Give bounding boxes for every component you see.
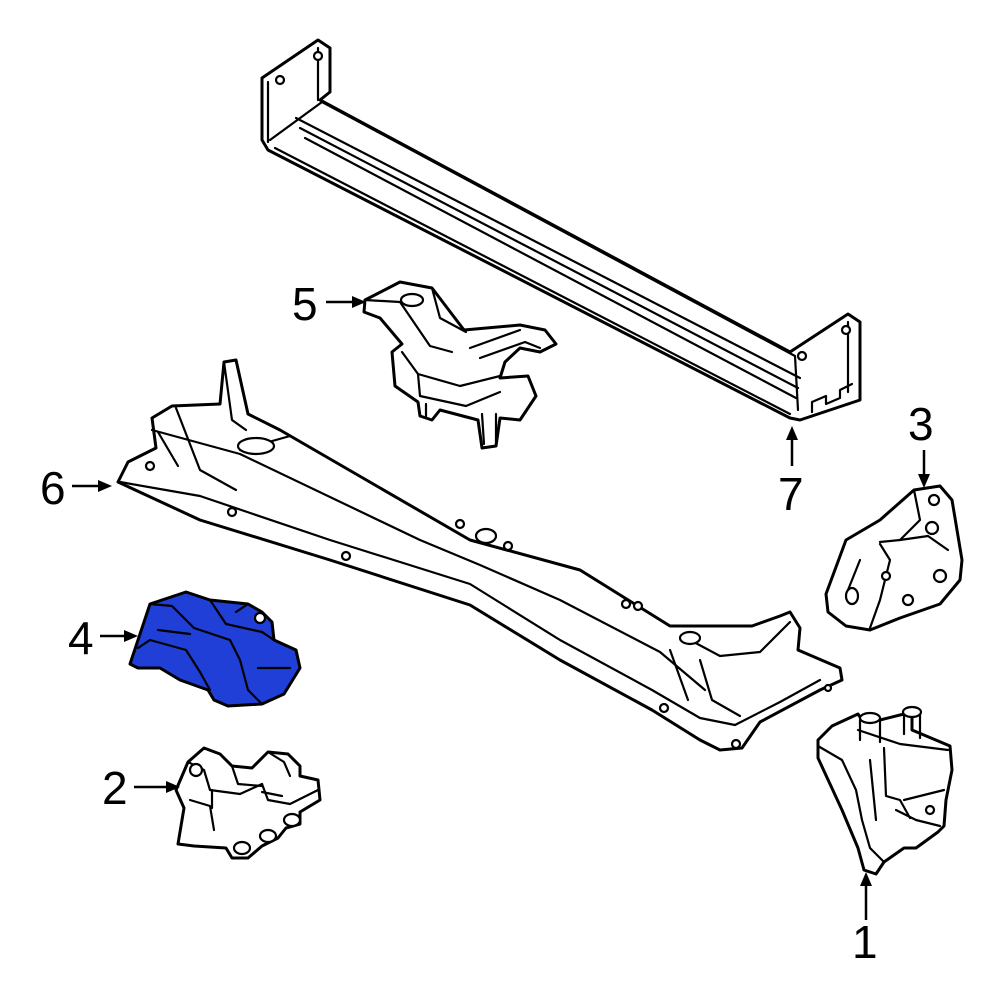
part-5-bracket[interactable] [362, 280, 558, 450]
callout-6: 6 [40, 462, 66, 514]
leader-arrows [72, 296, 930, 920]
callout-5: 5 [292, 278, 318, 330]
callout-4: 4 [68, 612, 94, 664]
callout-7: 7 [778, 468, 804, 520]
arrow-6 [98, 480, 112, 492]
callout-1: 1 [852, 916, 878, 968]
part-7-crossmember[interactable] [260, 38, 862, 422]
arrow-7 [786, 426, 798, 440]
arrow-1 [860, 872, 872, 886]
part-3-bracket[interactable] [824, 484, 964, 632]
part-6-crossmember[interactable] [116, 358, 844, 752]
arrow-2 [166, 781, 180, 793]
arrow-4 [124, 630, 138, 642]
arrow-3 [918, 474, 930, 488]
callout-2: 2 [102, 762, 128, 814]
part-1-mount[interactable] [816, 705, 954, 876]
arrow-5 [352, 296, 366, 308]
callout-3: 3 [908, 398, 934, 450]
part-4-mount-highlighted[interactable] [128, 590, 302, 708]
callout-labels: 1 2 3 4 5 6 7 [40, 278, 934, 968]
part-2-mount[interactable] [174, 746, 322, 860]
